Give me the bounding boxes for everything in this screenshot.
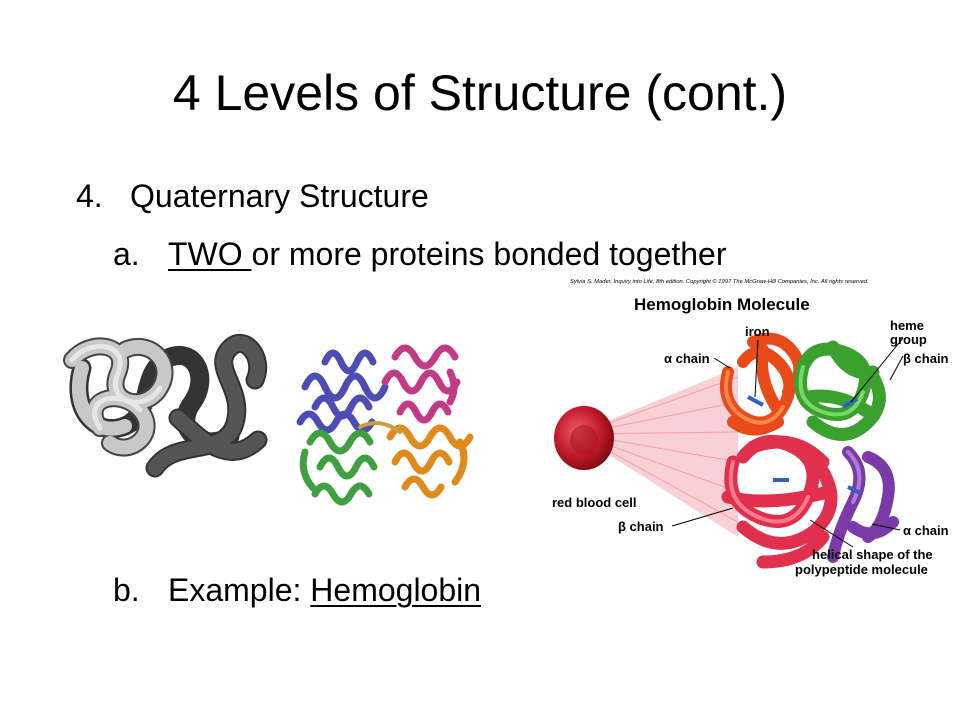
label-alpha-chain-bottom: α chain bbox=[903, 523, 949, 538]
list-number-4: 4. bbox=[76, 178, 103, 214]
sublist-item-b: Example: Hemoglobin bbox=[168, 570, 481, 610]
sublist-item-a: TWO or more proteins bonded together bbox=[168, 234, 727, 274]
sublist-letter-a: a. bbox=[113, 236, 140, 272]
colored-protein-image bbox=[296, 344, 474, 506]
label-heme-1: heme bbox=[890, 318, 924, 333]
label-alpha-chain-top: α chain bbox=[664, 351, 710, 366]
label-beta-chain-right: β chain bbox=[903, 351, 949, 366]
alpha-chain-bottom-image bbox=[827, 446, 899, 563]
leader-lines bbox=[671, 337, 904, 548]
label-helical-1: helical shape of the bbox=[812, 547, 933, 562]
heme-groups bbox=[747, 395, 861, 495]
list-item-quaternary: Quaternary Structure bbox=[130, 178, 429, 214]
label-heme-2: group bbox=[890, 332, 927, 347]
item-a-rest: or more proteins bonded together bbox=[251, 236, 727, 272]
alpha-chain-top-image bbox=[719, 332, 806, 436]
figure-credit: Sylvia S. Mader, Inquiry into Life, 8th … bbox=[570, 278, 869, 285]
label-beta-chain-bottom: β chain bbox=[618, 519, 664, 534]
figure-heading: Hemoglobin Molecule bbox=[634, 295, 810, 314]
slide-title: 4 Levels of Structure (cont.) bbox=[172, 65, 788, 121]
underlined-hemoglobin: Hemoglobin bbox=[310, 572, 482, 608]
label-red-blood-cell: red blood cell bbox=[552, 495, 637, 510]
item-b-prefix: Example: bbox=[168, 572, 311, 608]
label-helical-2: polypeptide molecule bbox=[795, 562, 928, 577]
hemoglobin-figure: Sylvia S. Mader, Inquiry into Life, 8th … bbox=[552, 278, 949, 577]
beta-chain-right-image bbox=[794, 340, 886, 441]
gray-protein-image bbox=[63, 334, 268, 478]
sublist-letter-b: b. bbox=[113, 572, 140, 608]
beta-chain-bottom-image bbox=[721, 434, 838, 569]
underlined-two: TWO bbox=[168, 236, 252, 272]
projection-cone bbox=[576, 367, 738, 537]
label-iron: iron bbox=[745, 324, 770, 339]
